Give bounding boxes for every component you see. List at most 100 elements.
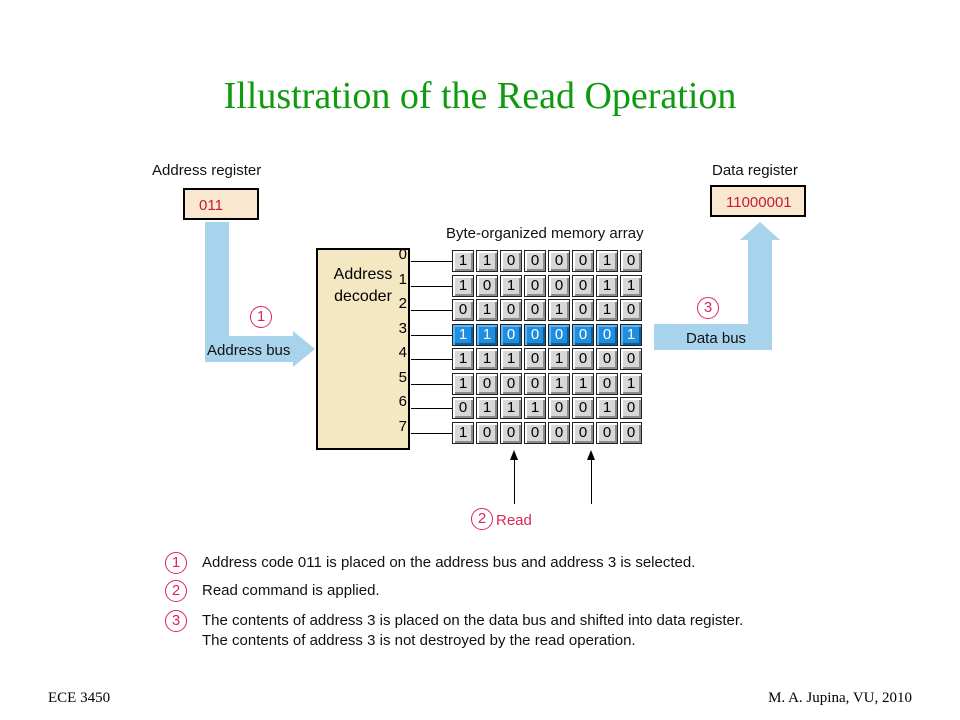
slide-title: Illustration of the Read Operation: [223, 75, 737, 117]
memory-cell: 0: [596, 421, 618, 444]
memory-cell: 0: [596, 323, 618, 346]
decoder-output-line: [411, 359, 454, 360]
memory-cell: 1: [452, 250, 474, 272]
data-bus-arrowhead: [740, 222, 780, 240]
memory-cell: 0: [620, 421, 642, 444]
read-arrowhead-left: [510, 450, 518, 460]
read-line-left: [514, 456, 515, 504]
memory-cell: 1: [620, 323, 642, 346]
decoder-output-label: 1: [398, 270, 407, 288]
memory-cell: 1: [476, 397, 498, 419]
decoder-output-line: [411, 383, 454, 385]
memory-cell: 1: [548, 299, 570, 321]
memory-cell: 0: [620, 250, 642, 272]
step-marker-2: 2: [471, 508, 493, 530]
decoder-output-label: 0: [398, 246, 407, 263]
memory-cell: 0: [572, 250, 594, 272]
decoder-output-label: 4: [398, 344, 407, 361]
memory-cell: 0: [524, 323, 546, 346]
memory-cell: 1: [452, 274, 474, 297]
address-bus-arrow-horizontal: [205, 336, 295, 362]
memory-cell: 0: [524, 250, 546, 272]
memory-cell: 0: [524, 421, 546, 444]
memory-cell: 0: [500, 299, 522, 321]
decoder-output-line: [411, 432, 454, 434]
read-line-right: [591, 456, 592, 504]
note-marker-1: 1: [165, 552, 187, 574]
decoder-output-line: [411, 334, 454, 336]
note-text: Address code 011 is placed on the addres…: [202, 554, 696, 571]
note-text: The contents of address 3 is placed on t…: [202, 612, 744, 629]
memory-cell: 0: [596, 372, 618, 395]
read-arrowhead-right: [587, 450, 595, 460]
memory-cell: 0: [452, 397, 474, 419]
note-marker-2: 2: [165, 580, 187, 602]
memory-cell: 0: [548, 274, 570, 297]
memory-cell: 0: [548, 323, 570, 346]
memory-cell: 1: [620, 274, 642, 297]
memory-cell: 1: [596, 299, 618, 321]
memory-cell: 1: [620, 372, 642, 395]
footer-author: M. A. Jupina, VU, 2010: [768, 690, 912, 706]
memory-cell: 1: [452, 372, 474, 395]
data-register-label: Data register: [712, 162, 798, 179]
memory-cell: 1: [500, 348, 522, 370]
memory-cell: 0: [476, 274, 498, 297]
memory-cell: 1: [548, 372, 570, 395]
address-register-label: Address register: [152, 162, 262, 179]
memory-cell: 0: [596, 348, 618, 370]
memory-cell: 0: [548, 397, 570, 419]
memory-cell: 0: [572, 299, 594, 321]
address-bus-arrowhead: [293, 331, 315, 367]
memory-cell: 1: [572, 372, 594, 395]
memory-cell: 1: [452, 323, 474, 346]
memory-cell: 1: [476, 250, 498, 272]
memory-cell: 1: [452, 421, 474, 444]
decoder-output-line: [411, 408, 454, 409]
memory-array-label: Byte-organized memory array: [446, 225, 644, 242]
note-marker-3: 3: [165, 610, 187, 632]
note-text: The contents of address 3 is not destroy…: [202, 632, 636, 649]
memory-cell: 0: [620, 299, 642, 321]
memory-cell: 0: [500, 323, 522, 346]
memory-cell: 0: [572, 274, 594, 297]
memory-cell: 0: [500, 421, 522, 444]
address-decoder-box: Address decoder: [316, 248, 410, 450]
decoder-output-line: [411, 310, 454, 311]
memory-cell: 1: [476, 323, 498, 346]
memory-cell: 0: [524, 299, 546, 321]
decoder-output-label: 2: [398, 295, 407, 312]
data-bus-label: Data bus: [686, 330, 747, 347]
memory-cell: 1: [500, 397, 522, 419]
data-bus-arrow-vertical: [748, 238, 772, 350]
memory-cell: 0: [524, 274, 546, 297]
memory-cell: 1: [596, 250, 618, 272]
memory-cell: 0: [452, 299, 474, 321]
address-register-box: 011: [183, 188, 259, 220]
memory-cell: 1: [476, 348, 498, 370]
memory-cell: 0: [572, 421, 594, 444]
memory-cell: 0: [524, 372, 546, 395]
note-text: Read command is applied.: [202, 582, 380, 599]
memory-cell: 0: [572, 397, 594, 419]
memory-cell: 0: [572, 348, 594, 370]
memory-cell: 1: [548, 348, 570, 370]
memory-cell: 0: [548, 250, 570, 272]
data-register-box: 11000001: [710, 185, 806, 217]
address-bus-arrow-vertical: [205, 222, 229, 342]
memory-cell: 1: [596, 397, 618, 419]
read-label: Read: [496, 512, 532, 529]
memory-cell: 1: [476, 299, 498, 321]
memory-cell: 0: [620, 348, 642, 370]
address-bus-label: Address bus: [207, 342, 291, 359]
step-marker-3: 3: [697, 297, 719, 319]
footer-course: ECE 3450: [48, 690, 111, 706]
